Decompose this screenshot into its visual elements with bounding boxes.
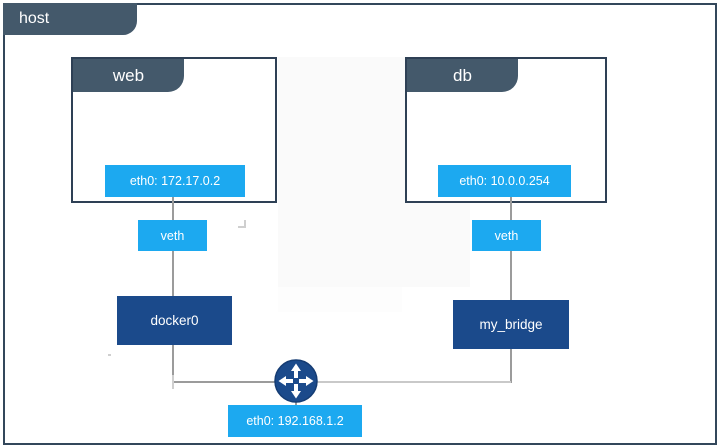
container-web-title: web <box>112 65 145 85</box>
host-label-tab: host <box>3 3 137 35</box>
bus-line-left <box>172 381 297 383</box>
bus-line-right <box>316 381 511 383</box>
veth-left[interactable]: veth <box>138 220 207 251</box>
db-eth0-interface[interactable]: eth0: 10.0.0.254 <box>438 165 571 197</box>
background-panel-artifact-lower <box>278 287 402 312</box>
artifact-speck-a <box>238 226 246 228</box>
artifact-speck-d <box>172 375 174 389</box>
veth-right-label: veth <box>494 228 519 243</box>
bridge-my-bridge[interactable]: my_bridge <box>453 300 569 349</box>
container-web-title-tab: web <box>73 59 184 92</box>
bridge-docker0-label: docker0 <box>150 313 199 328</box>
veth-left-label: veth <box>160 228 185 243</box>
link-veth-to-my-bridge <box>510 250 512 302</box>
host-eth0-interface[interactable]: eth0: 192.168.1.2 <box>228 405 362 437</box>
container-db-title-tab: db <box>407 59 518 92</box>
link-docker0-to-bus <box>172 344 174 383</box>
bridge-docker0[interactable]: docker0 <box>117 296 232 345</box>
link-db-eth0-to-veth <box>510 197 512 222</box>
link-my-bridge-to-bus <box>510 348 512 383</box>
web-eth0-label: eth0: 172.17.0.2 <box>129 174 221 188</box>
artifact-speck-b <box>244 220 246 227</box>
web-eth0-interface[interactable]: eth0: 172.17.0.2 <box>105 165 245 197</box>
network-router-icon[interactable] <box>274 359 318 403</box>
veth-right[interactable]: veth <box>472 220 541 251</box>
link-veth-to-docker0 <box>172 250 174 298</box>
bridge-my-bridge-label: my_bridge <box>479 317 543 332</box>
container-db-title: db <box>453 65 472 85</box>
db-eth0-label: eth0: 10.0.0.254 <box>459 174 550 188</box>
host-eth0-label: eth0: 192.168.1.2 <box>246 414 344 428</box>
artifact-speck-c <box>108 354 111 356</box>
link-web-eth0-to-veth <box>172 197 174 222</box>
host-label: host <box>19 10 50 27</box>
